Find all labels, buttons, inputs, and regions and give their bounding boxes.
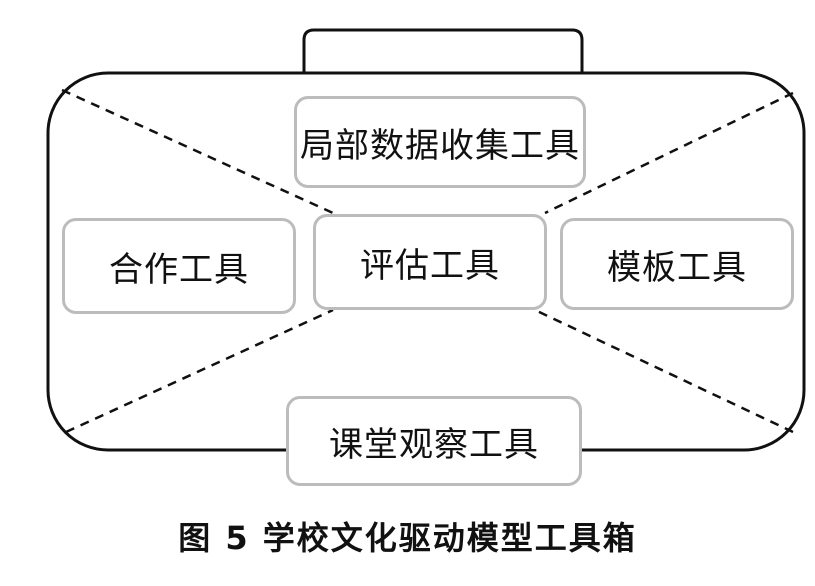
cooperation-tool-box: 合作工具 (62, 218, 296, 314)
cooperation-tool-label: 合作工具 (109, 249, 249, 290)
template-tool-box: 模板工具 (560, 218, 794, 310)
local-data-collection-tool-box: 局部数据收集工具 (294, 96, 586, 188)
connector-bottom-left (65, 308, 334, 434)
local-data-collection-tool-label: 局部数据收集工具 (300, 125, 580, 166)
evaluation-tool-label: 评估工具 (360, 245, 500, 286)
classroom-observation-tool-box: 课堂观察工具 (286, 396, 582, 486)
connector-top-right (544, 91, 794, 215)
dashed-connectors (61, 88, 794, 434)
connector-top-left (61, 88, 334, 215)
template-tool-label: 模板工具 (607, 247, 747, 288)
classroom-observation-tool-label: 课堂观察工具 (329, 424, 539, 465)
evaluation-tool-box: 评估工具 (313, 214, 547, 310)
figure-caption: 图 5 学校文化驱动模型工具箱 (178, 519, 637, 557)
toolbox-handle (302, 28, 584, 74)
